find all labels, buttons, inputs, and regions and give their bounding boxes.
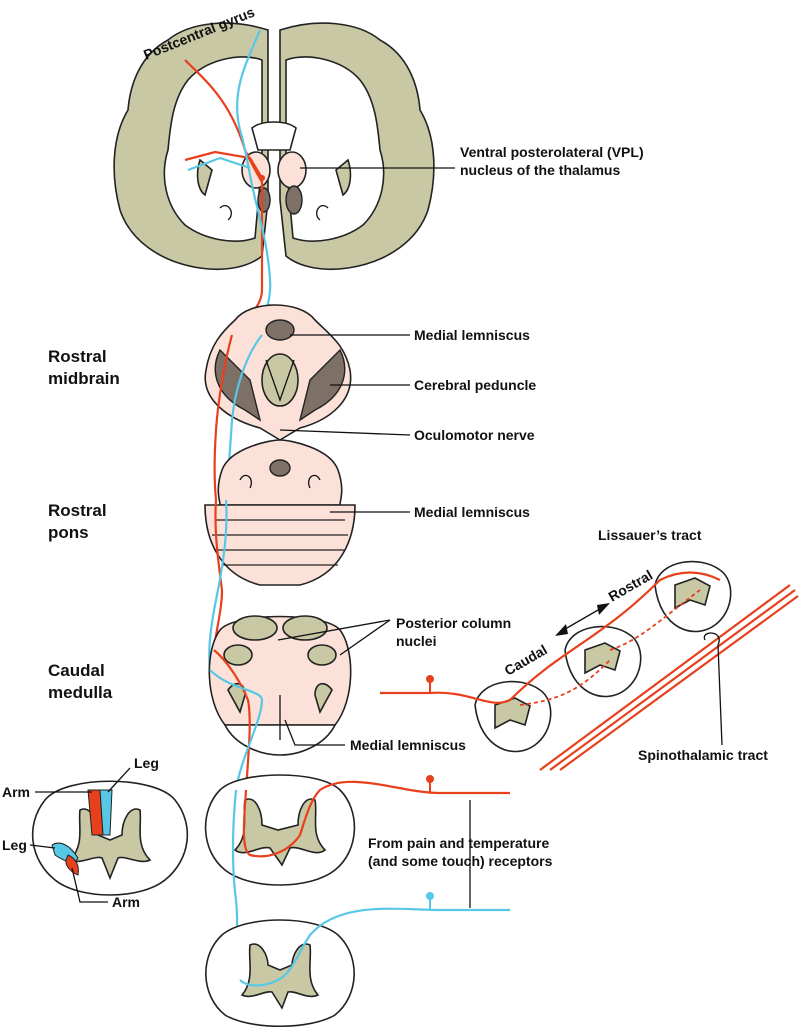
rostral-arrowhead-icon — [597, 603, 610, 615]
caudal-medulla-section — [208, 615, 352, 756]
somatotopy-arm-top-label: Arm — [2, 784, 30, 800]
cyan-branch-cortex — [187, 156, 251, 172]
vpl-label-line2: nucleus of the thalamus — [460, 162, 620, 178]
receptor-icon-3 — [426, 892, 434, 900]
red-afferent-cervical — [242, 780, 510, 858]
red-branch-cortex — [184, 150, 263, 179]
lissauers-tract-label: Lissauer’s tract — [598, 527, 702, 543]
medial-lemniscus-midbrain-label: Medial lemniscus — [414, 327, 530, 343]
coronal-brain-section — [113, 22, 435, 271]
caudal-direction-label: Caudal — [502, 641, 550, 678]
somatotopy-arm-bottom-label: Arm — [112, 894, 140, 910]
vpl-synapse-icon — [259, 175, 265, 181]
receptor-icon — [426, 675, 434, 683]
rostral-pons-section — [204, 439, 356, 586]
level-pons-line1: Rostral — [48, 501, 107, 520]
red-afferent-inset — [380, 571, 721, 704]
red-pathway-midbrain — [213, 334, 234, 501]
cyan-pathway-pons — [208, 499, 228, 671]
receptors-label-line2: (and some touch) receptors — [368, 853, 553, 869]
cyan-pathway-brain — [236, 29, 272, 336]
spinal-segment-1 — [474, 680, 552, 753]
level-medulla-line2: medulla — [48, 683, 113, 702]
medial-lemniscus-medulla-label: Medial lemniscus — [350, 737, 466, 753]
red-pathway-pons — [212, 499, 224, 651]
cyan-afferent-lumbar — [239, 907, 510, 987]
level-medulla-line1: Caudal — [48, 661, 105, 680]
level-midbrain-line2: midbrain — [48, 369, 120, 388]
red-pathway-medulla — [213, 649, 251, 791]
posterior-column-label-line2: nuclei — [396, 633, 436, 649]
oculomotor-nerve-label: Oculomotor nerve — [414, 427, 535, 443]
cervical-cord-section — [204, 774, 356, 886]
receptors-label-line1: From pain and temperature — [368, 835, 549, 851]
caudal-arrowhead-icon — [555, 624, 568, 636]
level-pons-line2: pons — [48, 523, 89, 542]
somatotopy-leg-top-label: Leg — [134, 755, 159, 771]
posterior-column-label-line1: Posterior column — [396, 615, 511, 631]
cerebral-peduncle-label: Cerebral peduncle — [414, 377, 536, 393]
vpl-label-line1: Ventral posterolateral (VPL) — [460, 144, 644, 160]
somatotopy-leg-left-label: Leg — [2, 837, 27, 853]
spinothalamic-bundle-inset — [539, 584, 799, 771]
cyan-pathway-medulla — [209, 669, 264, 791]
rostral-midbrain-section — [204, 304, 352, 441]
spinal-segment-2 — [564, 625, 642, 698]
spinothalamic-tract-label: Spinothalamic tract — [638, 747, 768, 763]
receptor-icon-2 — [426, 775, 434, 783]
level-midbrain-line1: Rostral — [48, 347, 107, 366]
lumbar-cord-section — [205, 919, 355, 1027]
somatotopy-inset — [31, 780, 189, 896]
rostral-direction-label: Rostral — [606, 567, 656, 605]
medial-lemniscus-pons-label: Medial lemniscus — [414, 504, 530, 520]
